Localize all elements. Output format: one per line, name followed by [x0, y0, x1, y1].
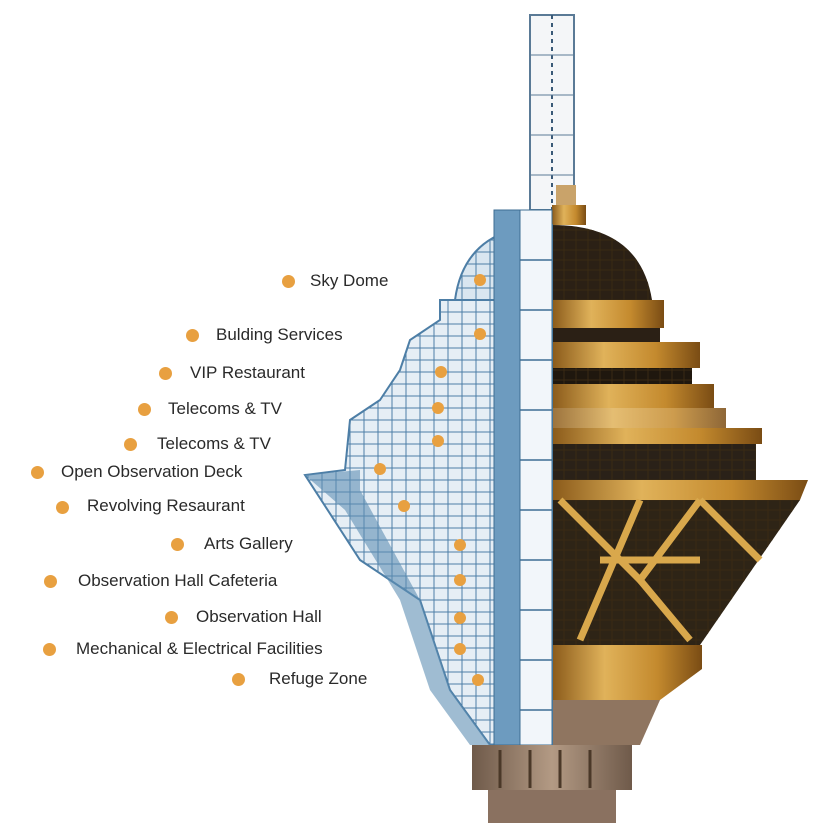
callout-marker [454, 643, 466, 655]
callout-marker [398, 500, 410, 512]
label-bullet [138, 403, 151, 416]
tower-cutaway-interior [303, 209, 553, 746]
callout-marker [474, 274, 486, 286]
label-vip-restaurant: VIP Restaurant [190, 363, 305, 382]
label-bullet [165, 611, 178, 624]
callout-marker [432, 435, 444, 447]
callout-marker [474, 328, 486, 340]
label-bullet [43, 643, 56, 656]
label-revolving-restaurant: Revolving Resaurant [87, 496, 245, 515]
label-sky-dome: Sky Dome [310, 271, 389, 290]
label-bullet [44, 575, 57, 588]
callout-marker [454, 539, 466, 551]
callout-marker [374, 463, 386, 475]
tower-exterior [552, 205, 808, 745]
callout-marker [472, 674, 484, 686]
label-open-observation-deck: Open Observation Deck [61, 462, 243, 481]
label-telecoms-tv-upper: Telecoms & TV [168, 399, 283, 418]
callout-marker [454, 574, 466, 586]
callout-marker [454, 612, 466, 624]
label-bullet [31, 466, 44, 479]
callout-marker [432, 402, 444, 414]
label-mechanical-electrical: Mechanical & Electrical Facilities [76, 639, 323, 658]
antenna-mast [529, 14, 576, 211]
label-bullet [159, 367, 172, 380]
label-bullet [171, 538, 184, 551]
label-bullet [282, 275, 295, 288]
callout-marker [435, 366, 447, 378]
label-bullet [232, 673, 245, 686]
label-telecoms-tv-lower: Telecoms & TV [157, 434, 272, 453]
tower-base [472, 745, 632, 823]
label-refuge-zone: Refuge Zone [269, 669, 368, 688]
label-bullet [56, 501, 69, 514]
label-building-services: Bulding Services [216, 325, 343, 344]
callout-markers [374, 274, 486, 686]
label-bullet [124, 438, 137, 451]
label-arts-gallery: Arts Gallery [204, 534, 293, 553]
label-observation-hall: Observation Hall [196, 607, 322, 626]
label-observation-hall-cafeteria: Observation Hall Cafeteria [78, 571, 278, 590]
label-bullet [186, 329, 199, 342]
